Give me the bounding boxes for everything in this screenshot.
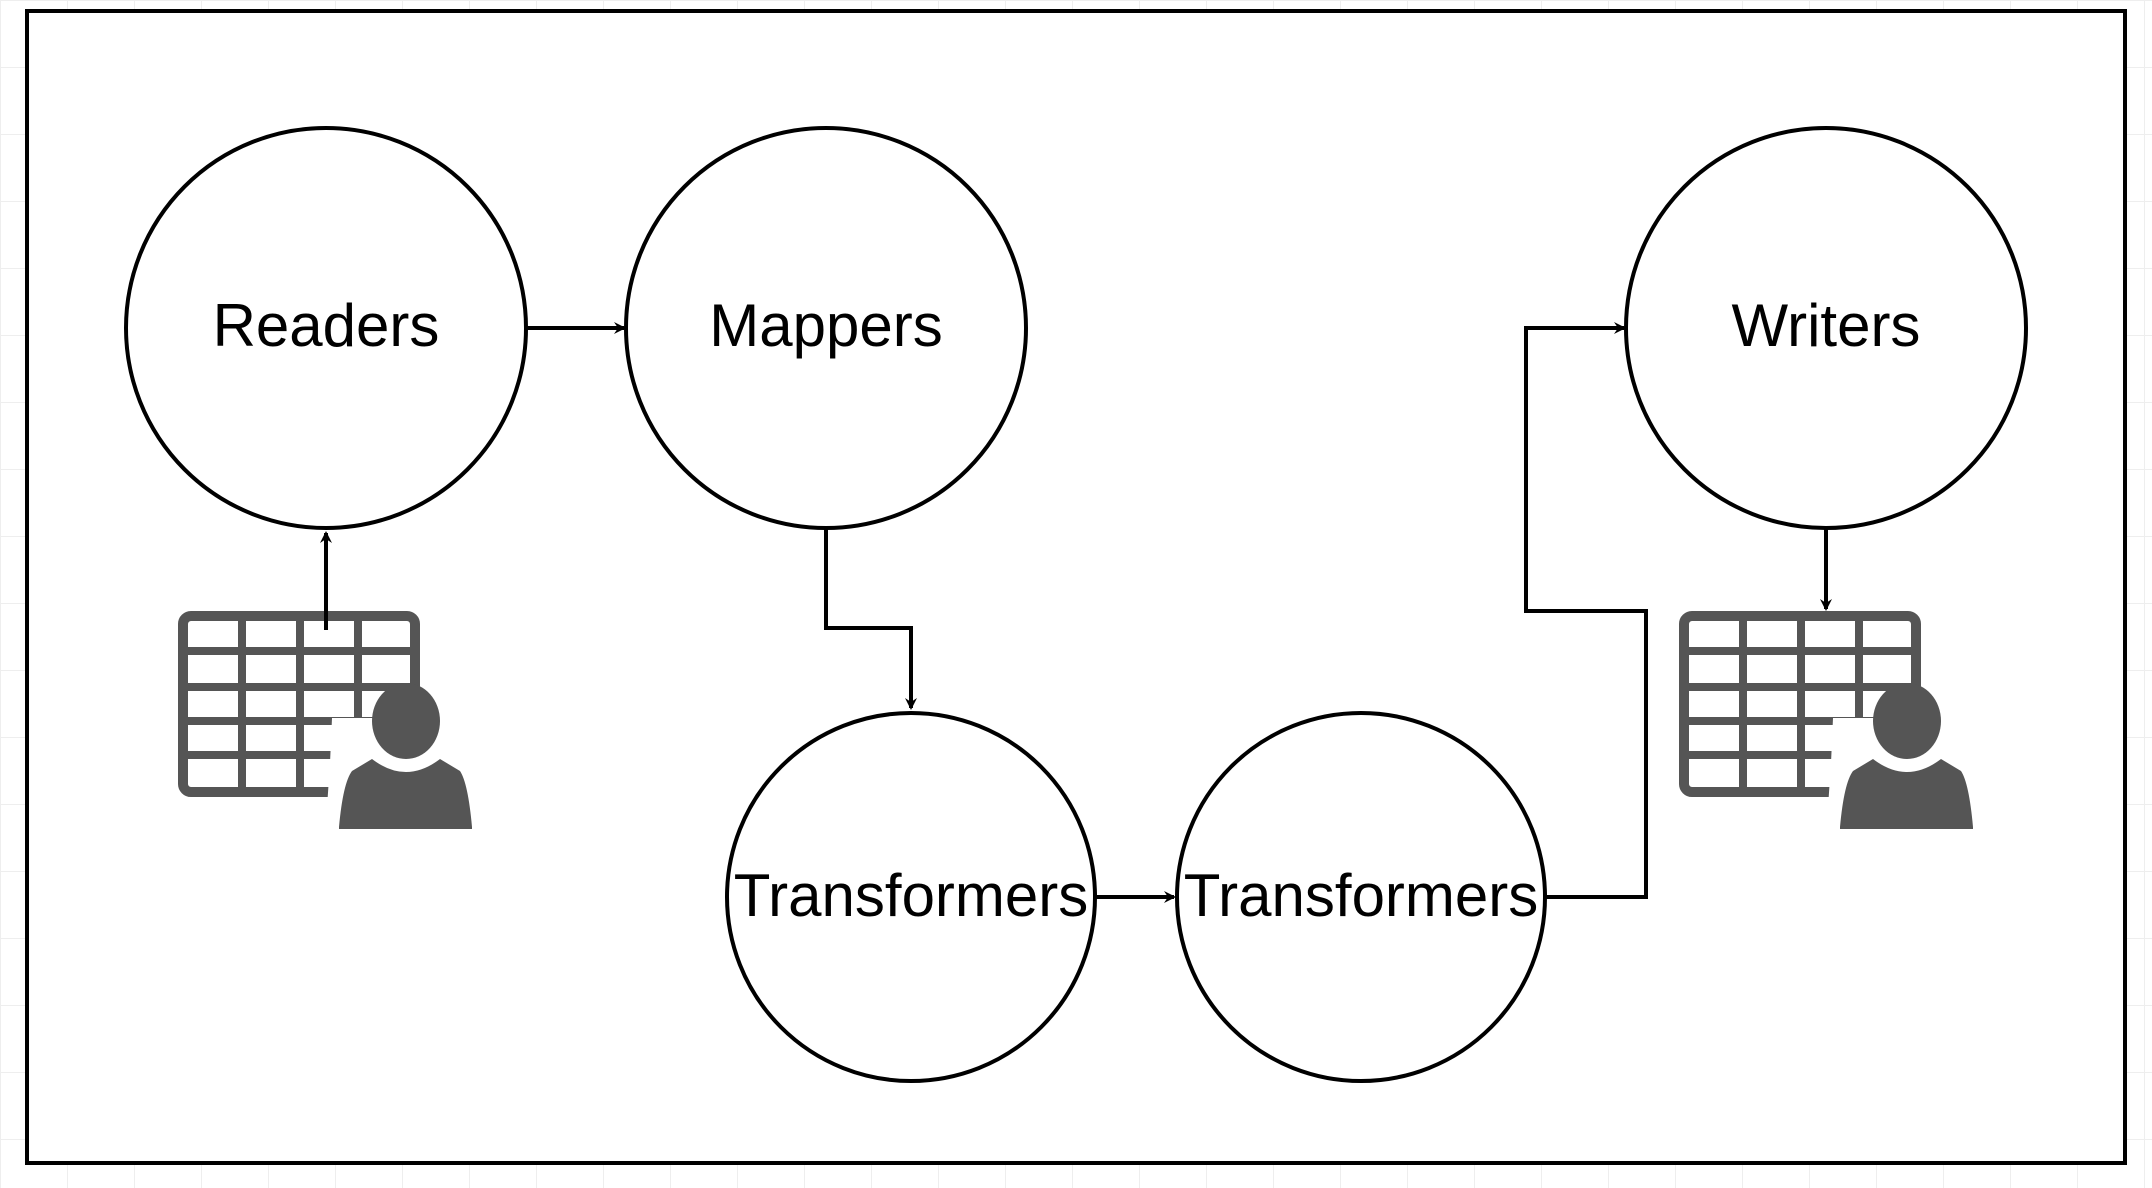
edge-transformers-2-to-writers bbox=[1524, 322, 1648, 899]
node-transformers-2-shape bbox=[1175, 711, 1547, 1083]
node-writers[interactable]: Writers bbox=[1624, 126, 2028, 530]
node-writers-shape bbox=[1624, 126, 2028, 530]
node-readers-shape bbox=[124, 126, 528, 530]
node-mappers[interactable]: Mappers bbox=[624, 126, 1028, 530]
node-transformers-1-shape bbox=[725, 711, 1097, 1083]
node-writers-label: Writers bbox=[1732, 292, 1921, 359]
node-readers[interactable]: Readers bbox=[124, 126, 528, 530]
node-transformers-1-label: Transformers bbox=[734, 862, 1089, 929]
node-transformers-2-label: Transformers bbox=[1184, 862, 1539, 929]
node-readers-label: Readers bbox=[213, 292, 440, 359]
node-mappers-label: Mappers bbox=[709, 292, 942, 359]
node-transformers-2[interactable]: Transformers bbox=[1175, 711, 1547, 1083]
node-mappers-shape bbox=[624, 126, 1028, 530]
node-transformers-1[interactable]: Transformers bbox=[725, 711, 1097, 1083]
edge-mappers-to-transformers-1 bbox=[824, 529, 917, 710]
connectors bbox=[320, 322, 1832, 903]
